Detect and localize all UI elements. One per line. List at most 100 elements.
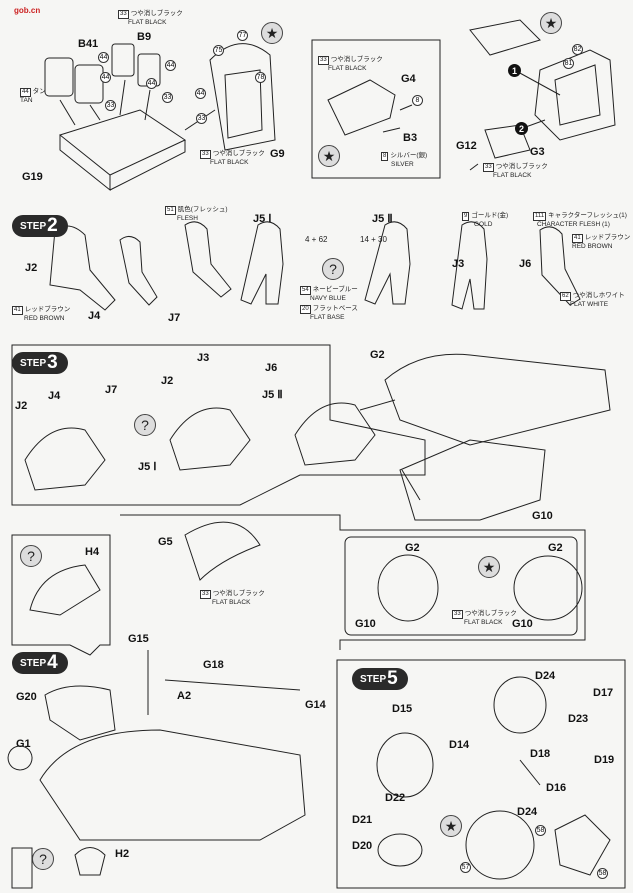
seat-b41-left [44, 57, 74, 97]
part-g5: G5 [158, 536, 173, 548]
paint-jp: レッドブラウン [584, 234, 631, 241]
paint-en: FLAT WHITE [570, 301, 609, 308]
d14-fan [376, 732, 434, 798]
paint-code: 41 [572, 234, 583, 243]
paint-en: RED BROWN [24, 315, 65, 322]
paint-code: 20 [300, 305, 311, 314]
part-d24-top: D24 [535, 670, 556, 682]
paint-code: 9 [462, 212, 470, 221]
ring-left [377, 554, 439, 622]
ring-right [513, 555, 583, 621]
paint-en: FLAT BLACK [493, 172, 532, 179]
num-ref: 33 [162, 92, 173, 103]
num-ref: 57 [460, 862, 471, 873]
star-symbol-icon: ★ [478, 556, 500, 578]
paint-jp: つや消しブラック [464, 610, 517, 617]
num-ref: 44 [98, 52, 109, 63]
part-g9: G9 [270, 148, 285, 160]
step-number: 2 [47, 215, 58, 236]
paint-en: FLAT BLACK [212, 599, 251, 606]
part-j3: J3 [452, 258, 465, 270]
paint-code: 33 [483, 163, 494, 172]
num-ref: 58 [535, 825, 546, 836]
g2-drawing [384, 353, 611, 446]
part-j7: J7 [168, 312, 181, 324]
g10-drawing [399, 439, 546, 521]
part-j4: J4 [88, 310, 101, 322]
seat-b9-a [111, 43, 135, 77]
step-label: STEP [20, 357, 47, 369]
step-number: 5 [387, 668, 398, 689]
step-marker-1: 1 [508, 64, 521, 77]
step4-edge [11, 847, 33, 889]
part-j2-a: J2 [15, 400, 28, 412]
g2-g10-panel-frame [344, 536, 578, 636]
num-ref: 82 [572, 44, 583, 55]
g9-drawing [209, 43, 276, 151]
part-h4: H4 [85, 546, 100, 558]
paint-en: GOLD [474, 221, 493, 228]
paint-symbol-icon: ? [20, 545, 42, 567]
num-ref: 33 [196, 113, 207, 124]
paint-jp: つや消しブラック [130, 10, 183, 17]
paint-jp: 肌色(フレッシュ) [177, 206, 228, 213]
star-symbol-icon: ★ [261, 22, 283, 44]
h4-drawing [29, 564, 101, 616]
paint-jp: ネービーブルー [312, 286, 358, 293]
h4-frame [11, 534, 111, 656]
paint-code: 62 [560, 292, 571, 301]
star-symbol-icon: ★ [440, 815, 462, 837]
paint-symbol-icon: ? [134, 414, 156, 436]
part-g4: G4 [401, 73, 416, 85]
part-d23: D23 [568, 713, 589, 725]
star-symbol-icon: ★ [540, 12, 562, 34]
step-label: STEP [360, 673, 387, 685]
paint-code: 44 [20, 88, 31, 97]
part-d15: D15 [392, 703, 413, 715]
paint-code: 33 [452, 610, 463, 619]
part-g19: G19 [22, 171, 43, 183]
paint-code: 33 [200, 590, 211, 599]
paint-jp: つや消しブラック [212, 150, 265, 157]
part-j5-2: J5 Ⅱ [372, 213, 393, 225]
watermark: gob.cn [14, 6, 41, 15]
part-a2: A2 [177, 690, 192, 702]
num-ref: 44 [165, 60, 176, 71]
g3-drawing [484, 124, 531, 159]
part-g2: G2 [370, 349, 385, 361]
part-j2-b: J2 [161, 375, 174, 387]
part-g1: G1 [16, 738, 31, 750]
part-g20: G20 [16, 691, 37, 703]
paint-jp: キャラクターフレッシュ(1) [548, 212, 627, 219]
part-g10-right: G10 [512, 618, 533, 630]
detail-inset [554, 814, 611, 876]
paint-jp: レッドブラウン [24, 306, 71, 313]
part-d14: D14 [449, 739, 470, 751]
mix-formula-2: 14 + 30 [360, 235, 387, 244]
paint-en: SILVER [391, 161, 414, 168]
fuselage-drawing [39, 729, 306, 841]
paint-code: 33 [200, 150, 211, 159]
paint-en: FLAT BLACK [464, 619, 503, 626]
num-ref: 33 [105, 100, 116, 111]
paint-jp: つや消しブラック [212, 590, 265, 597]
paint-code: 33 [118, 10, 129, 19]
num-ref: 8 [412, 95, 423, 106]
num-ref: 81 [563, 58, 574, 69]
paint-code: 54 [300, 286, 311, 295]
step-marker-2: 2 [515, 122, 528, 135]
part-j2: J2 [25, 262, 38, 274]
d24-disc [465, 810, 535, 880]
paint-code: 51 [165, 206, 176, 215]
part-j6: J6 [519, 258, 532, 270]
part-g14: G14 [305, 699, 326, 711]
